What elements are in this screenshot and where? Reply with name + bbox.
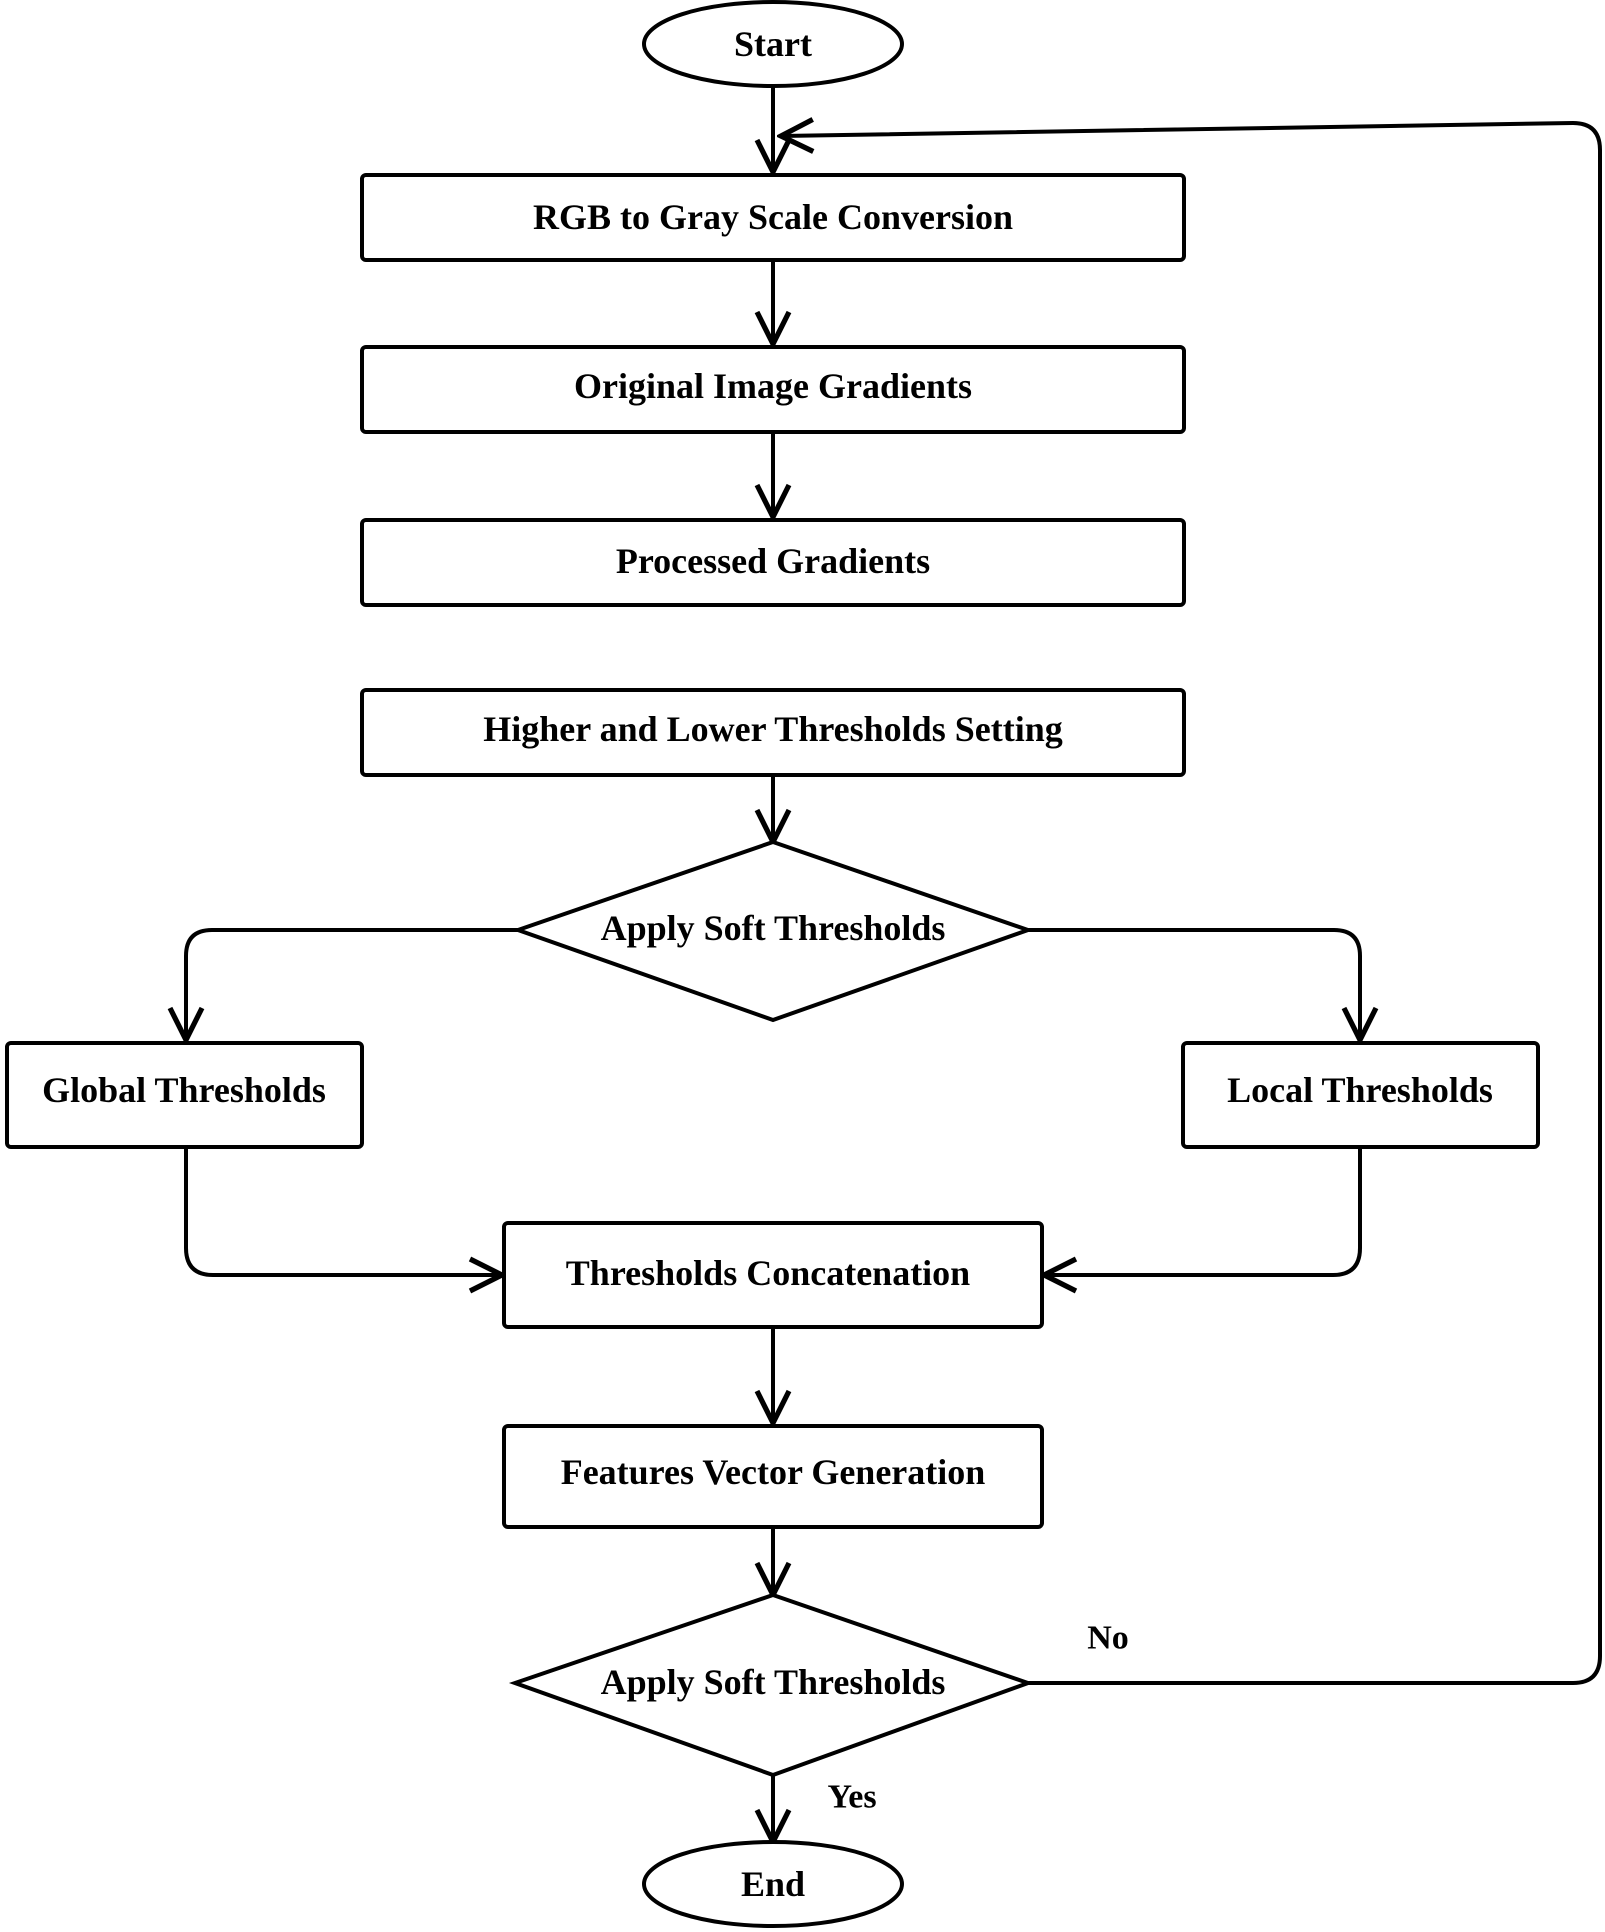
local-thresholds-label: Local Thresholds xyxy=(1227,1070,1493,1110)
edge-decision1-to-local xyxy=(1028,928,1360,1040)
decision-1-label: Apply Soft Thresholds xyxy=(601,908,946,948)
edge-label-yes: Yes xyxy=(827,1779,876,1816)
node-apply-soft-thresholds-1: Apply Soft Thresholds xyxy=(511,839,1035,1023)
local-thresholds-box xyxy=(1181,1041,1540,1149)
node-local-thresholds: Local Thresholds xyxy=(1181,1041,1540,1149)
node-rgb-to-gray: RGB to Gray Scale Conversion xyxy=(360,173,1186,262)
end-ellipse xyxy=(642,1840,904,1928)
node-global-thresholds: Global Thresholds xyxy=(5,1041,364,1149)
node-thresholds-setting: Higher and Lower Thresholds Setting xyxy=(360,688,1186,777)
global-thresholds-label: Global Thresholds xyxy=(42,1070,326,1110)
rgb-to-gray-label: RGB to Gray Scale Conversion xyxy=(533,197,1013,237)
processed-gradients-box xyxy=(360,518,1186,607)
connectors xyxy=(184,87,1602,1842)
edge-label-no: No xyxy=(1087,1620,1129,1657)
decision-2-label: Apply Soft Thresholds xyxy=(601,1662,946,1702)
thresholds-setting-label: Higher and Lower Thresholds Setting xyxy=(483,709,1062,749)
concatenation-box xyxy=(502,1221,1044,1329)
node-features-vector: Features Vector Generation xyxy=(502,1424,1044,1529)
decision-diamond-2 xyxy=(508,1592,1035,1778)
edge-decision1-to-global xyxy=(186,928,518,1040)
node-start: Start xyxy=(642,0,904,88)
end-label: End xyxy=(741,1864,805,1904)
global-thresholds-box xyxy=(5,1041,364,1149)
decision-diamond-1 xyxy=(511,839,1035,1023)
node-processed-gradients: Processed Gradients xyxy=(360,518,1186,607)
rgb-to-gray-box xyxy=(360,173,1186,262)
original-gradients-label: Original Image Gradients xyxy=(574,366,972,406)
edge-decision2-no-loop xyxy=(781,123,1602,1685)
node-original-gradients: Original Image Gradients xyxy=(360,345,1186,434)
concatenation-label: Thresholds Concatenation xyxy=(566,1253,970,1293)
start-ellipse xyxy=(642,0,904,88)
node-thresholds-concatenation: Thresholds Concatenation xyxy=(502,1221,1044,1329)
features-vector-label: Features Vector Generation xyxy=(561,1452,986,1492)
thresholds-setting-box xyxy=(360,688,1186,777)
start-label: Start xyxy=(734,24,812,64)
node-apply-soft-thresholds-2: Apply Soft Thresholds xyxy=(508,1592,1035,1778)
edge-local-to-concatenation xyxy=(1044,1147,1362,1275)
edge-global-to-concatenation xyxy=(184,1147,502,1275)
features-vector-box xyxy=(502,1424,1044,1529)
node-end: End xyxy=(642,1840,904,1928)
processed-gradients-label: Processed Gradients xyxy=(616,541,930,581)
original-gradients-box xyxy=(360,345,1186,434)
